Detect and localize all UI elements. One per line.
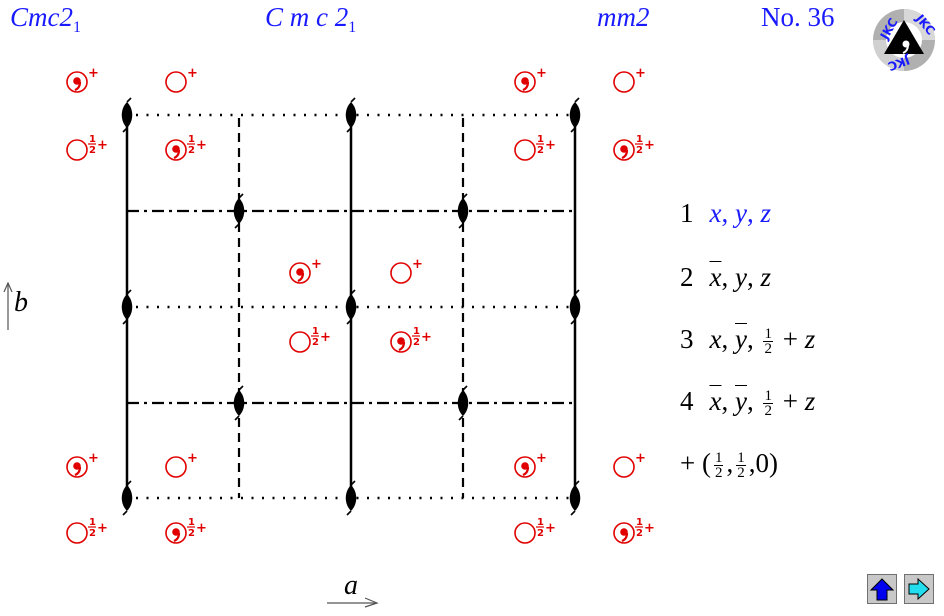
right-arrow-icon <box>908 577 930 601</box>
short-symbol: Cmc21 <box>10 2 81 36</box>
up-arrow-icon <box>870 578 894 601</box>
space-group-number: No. 36 <box>761 2 835 32</box>
next-button[interactable] <box>904 574 934 604</box>
up-button[interactable] <box>867 574 897 604</box>
a-axis-arrow <box>327 597 379 608</box>
b-axis-arrow <box>3 281 13 330</box>
point-group: mm2 <box>597 2 650 32</box>
a-axis-label: a <box>344 570 358 601</box>
full-symbol: C m c 21 <box>265 2 357 36</box>
jkc-logo-icon: JKC JKC JKC <box>872 8 938 74</box>
general-positions <box>65 64 657 545</box>
b-axis-label: b <box>14 287 28 318</box>
glide-planes-vertical <box>237 118 465 498</box>
